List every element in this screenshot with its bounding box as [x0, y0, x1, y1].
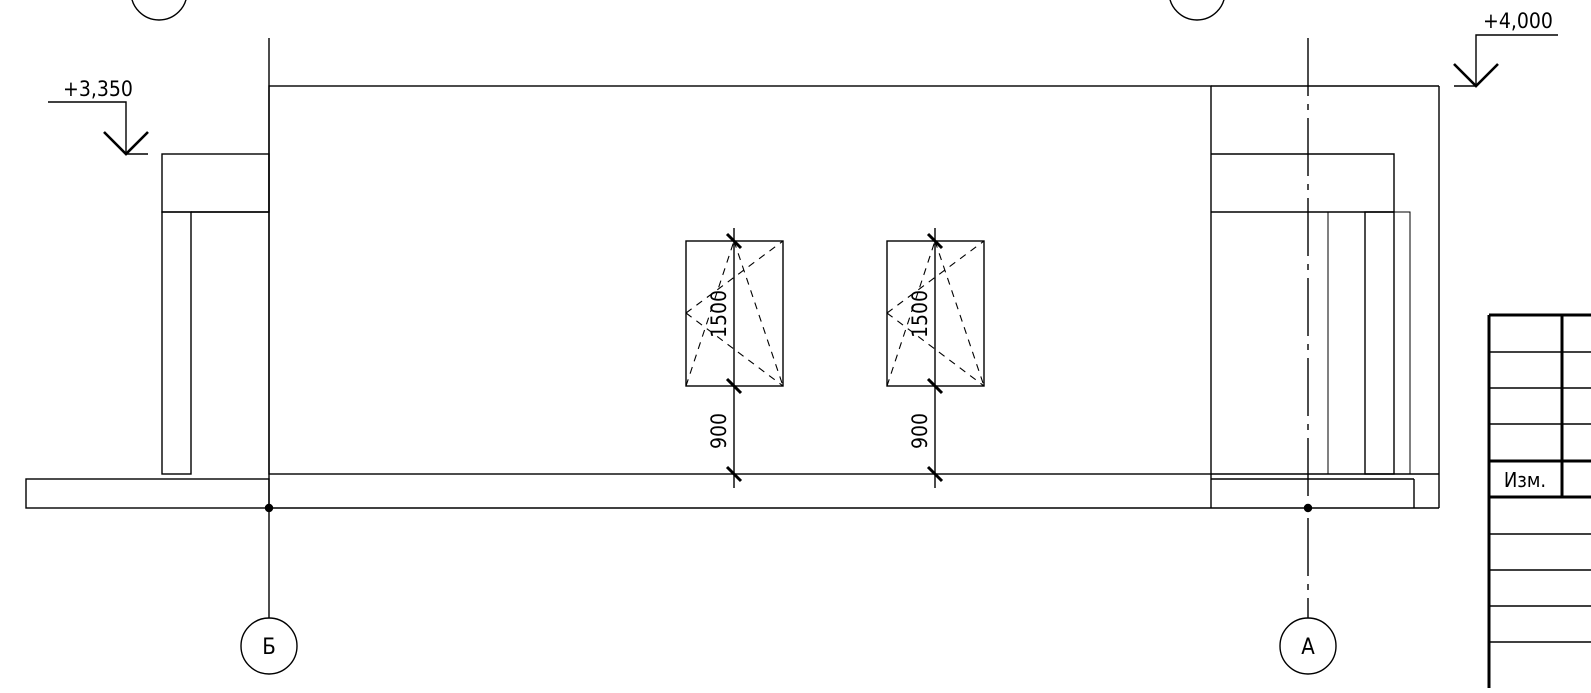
left-porch-canopy — [161, 153, 270, 213]
axis-bubble-top-right — [1169, 0, 1225, 21]
title-block-izm-label: Изм. — [1504, 468, 1546, 492]
axis-label-b: Б — [262, 635, 276, 660]
main-wall-outline — [268, 85, 1212, 475]
axis-label-a: А — [1301, 635, 1315, 660]
axis-bubble-a — [1279, 617, 1337, 675]
left-porch-column — [161, 211, 192, 475]
axis-bubble-b — [240, 617, 298, 675]
level-label-left: +3,350 — [63, 77, 133, 101]
window-2-sill-dim: 900 — [908, 413, 932, 449]
level-mark-right — [1453, 34, 1558, 88]
plinth-left — [25, 478, 270, 509]
right-porch-canopy — [1211, 153, 1395, 212]
window-2-height-dim: 1500 — [908, 290, 932, 338]
right-porch-column — [1364, 211, 1395, 475]
title-block — [1487, 313, 1591, 688]
window-1-sill-dim: 900 — [707, 413, 731, 449]
level-label-right: +4,000 — [1483, 9, 1553, 33]
axis-bubble-top-left — [131, 0, 187, 21]
level-mark-left — [48, 101, 149, 156]
window-1-height-dim: 1500 — [707, 290, 731, 338]
